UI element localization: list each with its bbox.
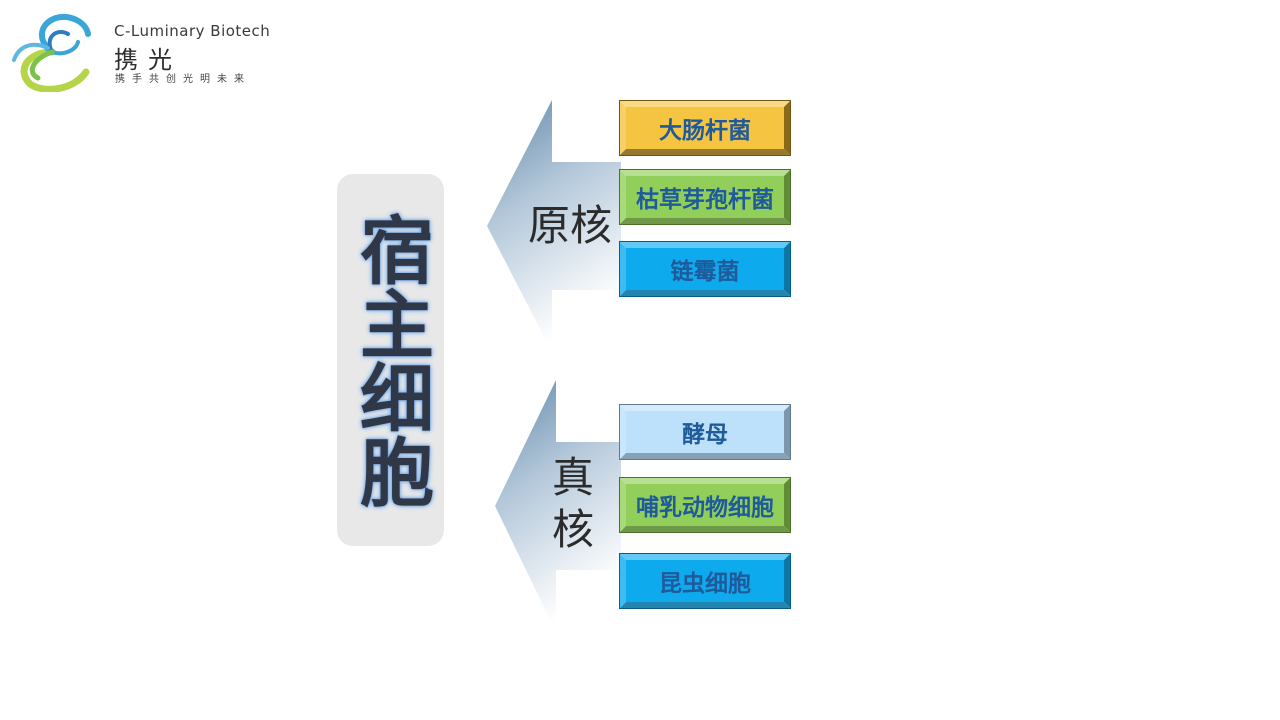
bevel-outline [619,100,791,156]
bevel-bottom [619,526,791,533]
bevel-top [619,553,791,560]
bevel-top [619,169,791,176]
company-logo: C-Luminary Biotech 携光 携手共创光明未来 [8,12,298,94]
bevel-top [619,477,791,484]
bevel-top [619,100,791,107]
bevel-face [626,107,784,149]
bevel-bottom [619,453,791,460]
ecoli-button: 大肠杆菌 [619,100,791,156]
bevel-bottom [619,602,791,609]
bevel-outline [619,241,791,297]
streptomyces-label: 链霉菌 [670,258,740,285]
bevel-top [619,241,791,248]
yeast-label: 酵母 [682,421,728,448]
bevel-left [619,477,626,533]
bacillus-subtilis-button: 枯草芽孢杆菌 [619,169,791,225]
bevel-face [626,248,784,290]
yeast-button: 酵母 [619,404,791,460]
bevel-outline [619,169,791,225]
bevel-outline [619,404,791,460]
button-bevel-background [619,100,791,156]
streptomyces-button: 链霉菌 [619,241,791,297]
eukaryote-label-line-2: 核 [551,505,594,554]
bevel-right [784,169,791,225]
bevel-face [626,484,784,526]
bevel-top [619,404,791,411]
host-cell-box: 宿主细胞 [337,174,444,546]
bevel-left [619,241,626,297]
eukaryote-label-line-1: 真 [551,453,594,502]
mammalian-cell-label: 哺乳动物细胞 [636,494,774,521]
button-bevel-background [619,477,791,533]
bevel-bottom [619,149,791,156]
bevel-right [784,553,791,609]
company-slogan: 携手共创光明未来 [115,74,251,85]
bevel-outline [619,477,791,533]
bevel-right [784,241,791,297]
mammalian-cell-button: 哺乳动物细胞 [619,477,791,533]
prokaryote-label: 原核 [527,201,612,250]
bevel-left [619,100,626,156]
bevel-left [619,169,626,225]
bevel-right [784,477,791,533]
bevel-outline [619,553,791,609]
bevel-right [784,404,791,460]
bevel-left [619,553,626,609]
bacillus-subtilis-label: 枯草芽孢杆菌 [636,186,774,213]
bevel-bottom [619,218,791,225]
button-bevel-background [619,169,791,225]
insect-cell-button: 昆虫细胞 [619,553,791,609]
bevel-left [619,404,626,460]
ecoli-label: 大肠杆菌 [659,117,751,144]
bevel-right [784,100,791,156]
button-bevel-background [619,404,791,460]
eukaryote-label: 真 核 [538,452,608,556]
bevel-face [626,176,784,218]
swirl-logo-icon [12,14,91,92]
bevel-face [626,411,784,453]
eukaryote-arrow [495,380,621,632]
host-cell-title: 宿主细胞 [347,212,434,508]
button-bevel-background [619,553,791,609]
bevel-face [626,560,784,602]
insect-cell-label: 昆虫细胞 [659,570,751,597]
bevel-bottom [619,290,791,297]
company-name-cn: 携光 [114,46,182,74]
prokaryote-arrow [487,100,621,352]
company-name-en: C-Luminary Biotech [114,22,271,40]
button-bevel-background [619,241,791,297]
